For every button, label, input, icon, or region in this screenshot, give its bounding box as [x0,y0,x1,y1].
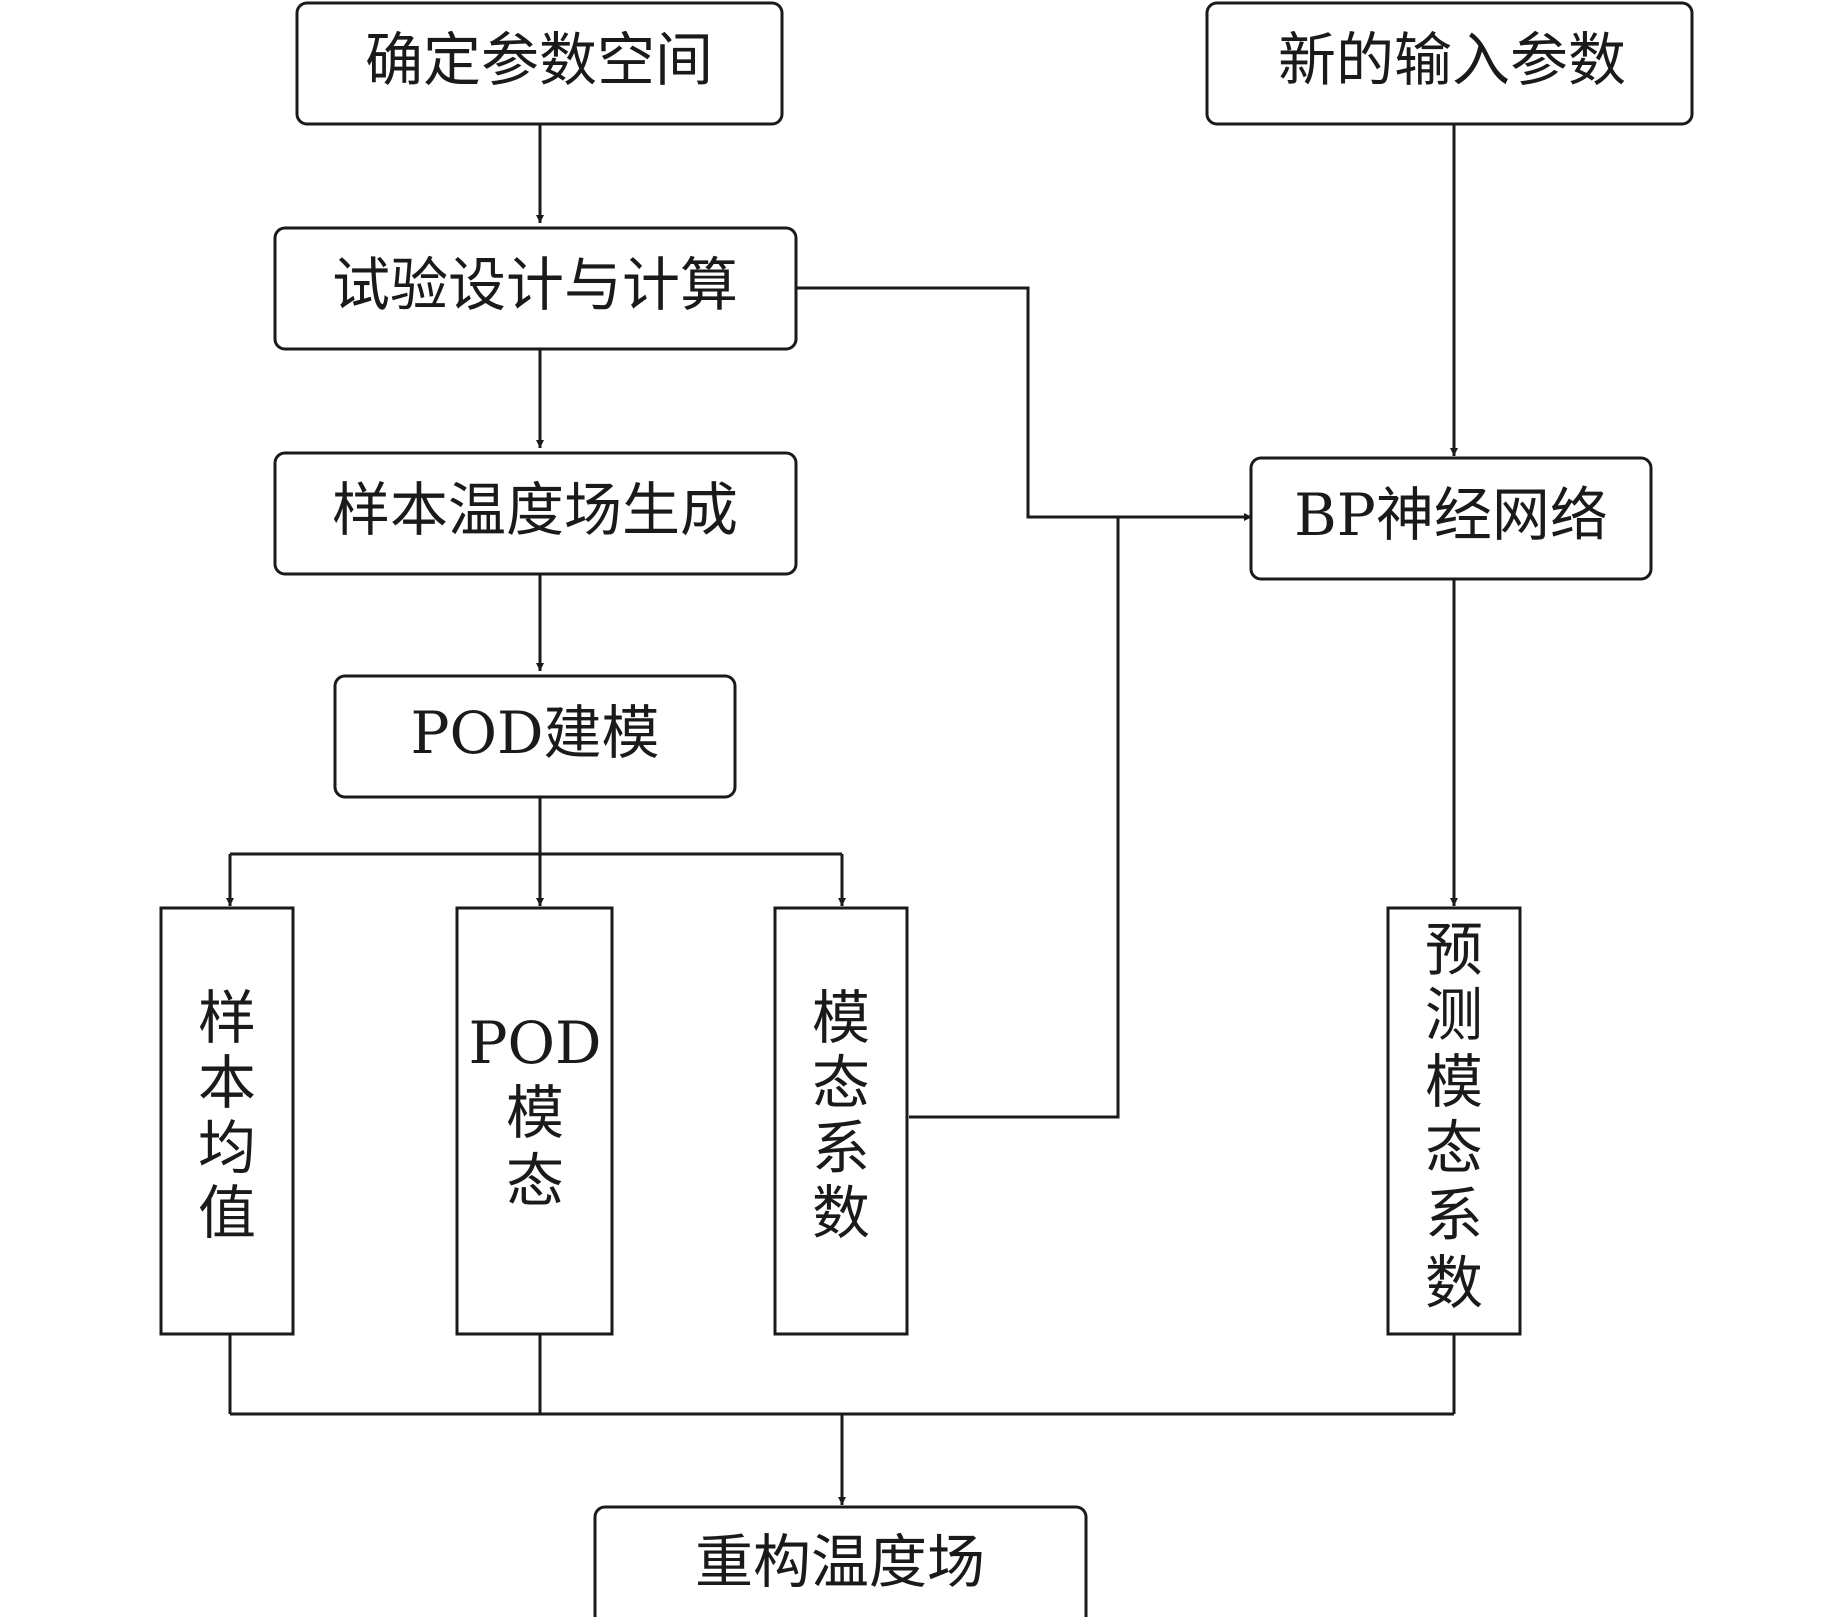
node-pod-modes-char: 模 [506,1079,564,1147]
node-sample-mean-char: 样 [198,984,256,1052]
node-predicted-coeff-char: 测 [1425,981,1483,1049]
node-pod-model-label: POD建模 [410,699,659,767]
node-modal-coeff: 模 态 系 数 [773,906,909,1336]
node-predicted-coeff-char: 预 [1425,916,1483,984]
node-modal-coeff-char: 数 [812,1179,870,1247]
node-predicted-coeff-char: 数 [1425,1249,1483,1317]
node-new-input: 新的输入参数 [1205,1,1694,126]
node-predicted-coeff-char: 态 [1425,1114,1483,1182]
node-define-space-label: 确定参数空间 [365,26,713,94]
node-sample-mean: 样 本 均 值 [159,906,295,1336]
node-sample-mean-char: 均 [198,1114,256,1182]
node-define-space: 确定参数空间 [295,1,784,126]
connectors [226,124,1458,1505]
node-predicted-coeff: 预 测 模 态 系 数 [1386,906,1522,1336]
node-sample-field: 样本温度场生成 [273,451,798,576]
line-doe-to-bp [795,286,1252,521]
node-doe-compute: 试验设计与计算 [273,226,798,351]
node-pod-model: POD建模 [333,674,737,799]
node-bp-network-label: BP神经网络 [1294,481,1608,549]
node-reconstructed-field: 重构温度场 [593,1505,1088,1617]
node-modal-coeff-char: 模 [812,984,870,1052]
node-pod-modes: POD 模 态 [455,906,614,1336]
node-reconstructed-field-label: 重构温度场 [695,1528,985,1596]
node-sample-mean-char: 值 [198,1179,256,1247]
node-bp-network: BP神经网络 [1249,456,1653,581]
node-predicted-coeff-char: 模 [1425,1048,1483,1116]
node-pod-modes-char: 态 [506,1147,564,1215]
node-modal-coeff-char: 态 [812,1049,870,1117]
node-sample-field-label: 样本温度场生成 [332,476,738,544]
line-modal-coeff-to-bp [909,517,1120,1119]
node-pod-modes-char: POD [468,1009,601,1077]
node-doe-compute-label: 试验设计与计算 [332,251,738,319]
node-sample-mean-char: 本 [198,1049,256,1117]
node-modal-coeff-char: 系 [812,1114,870,1182]
node-new-input-label: 新的输入参数 [1278,26,1626,94]
node-predicted-coeff-char: 系 [1425,1181,1483,1249]
